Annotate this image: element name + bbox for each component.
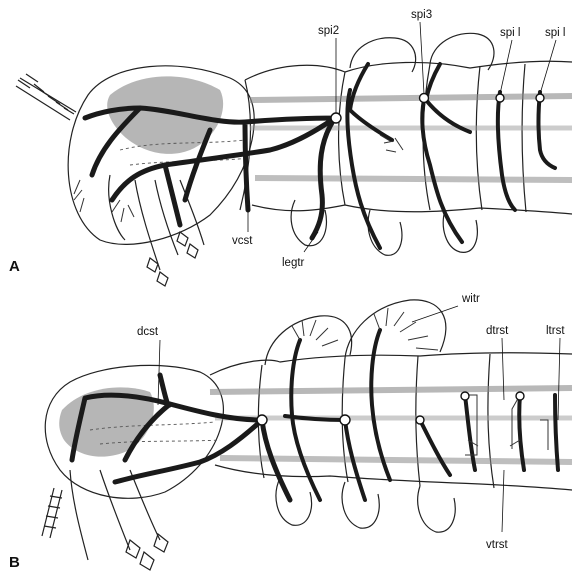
spiracle-2-a (331, 113, 341, 123)
label-spi2: spi2 (318, 25, 339, 37)
panel-letter-a: A (9, 258, 20, 275)
label-spi3: spi3 (411, 9, 432, 21)
ventral-trunk-band-a (255, 178, 572, 180)
dorsal-trunk-band-a (250, 96, 572, 100)
spiracle-b-5 (516, 392, 524, 400)
label-vcst: vcst (232, 235, 253, 247)
panel-b: B dcst witr dtrst ltrst vtrst (9, 293, 572, 571)
spiracle-l-a-1 (496, 94, 504, 102)
leg-tips-b (126, 534, 168, 570)
label-legtr: legtr (282, 257, 305, 269)
label-spil-1: spi l (500, 27, 520, 39)
antenna-a (16, 74, 76, 120)
panel-a: A spi2 spi3 spi l spi l vcst legtr (9, 9, 572, 286)
spiracle-b-2 (340, 415, 350, 425)
wing-b-1 (265, 316, 352, 365)
legs-a (109, 175, 478, 270)
spiracle-l-a-2 (536, 94, 544, 102)
panel-letter-b: B (9, 554, 20, 571)
antenna-b (42, 488, 62, 538)
spiracle-3-a (420, 94, 429, 103)
wing-bud-a-1 (350, 38, 416, 72)
spiracle-b-4 (461, 392, 469, 400)
spiracle-b-3 (416, 416, 424, 424)
tracheae-segmental-a (347, 64, 555, 248)
wing-tracheae-b (292, 308, 438, 350)
spiracle-b-1 (257, 415, 267, 425)
label-witr: witr (461, 293, 480, 305)
dorsal-trunk-band-b (210, 388, 572, 392)
label-ltrst: ltrst (546, 325, 565, 337)
label-dtrst: dtrst (486, 325, 509, 337)
label-vtrst: vtrst (486, 539, 509, 551)
label-dcst: dcst (137, 326, 159, 338)
label-spil-2: spi l (545, 27, 565, 39)
